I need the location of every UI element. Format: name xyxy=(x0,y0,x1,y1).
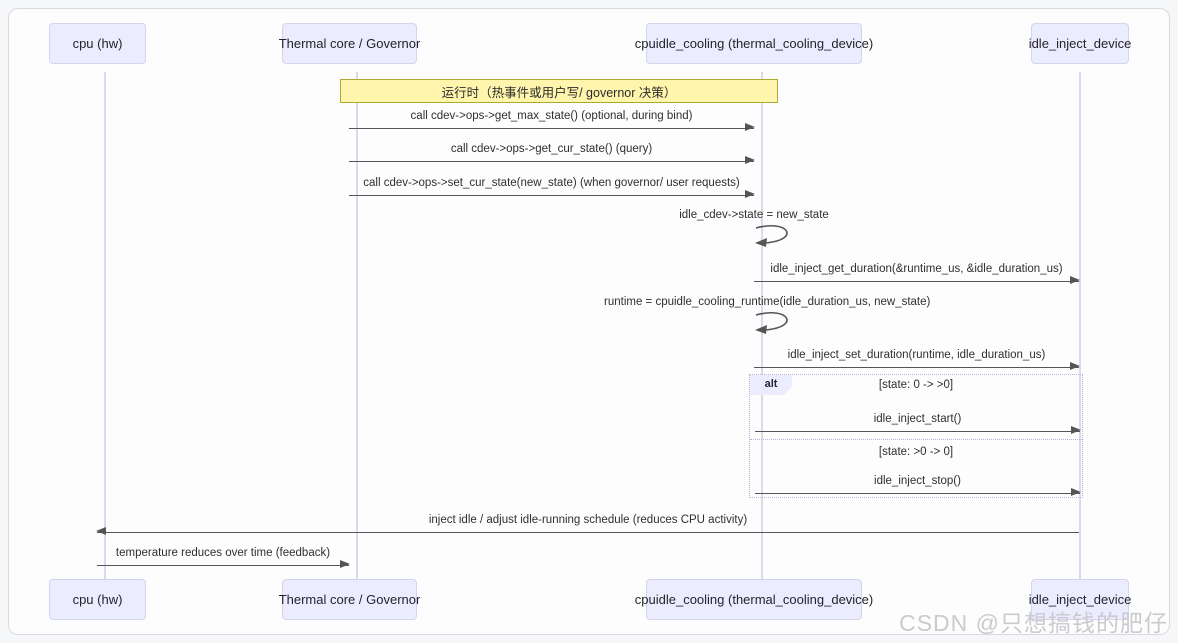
lifeline-cpu xyxy=(104,72,106,587)
message-label: idle_inject_start() xyxy=(873,413,962,425)
message-label: call cdev->ops->get_cur_state() (query) xyxy=(450,143,653,155)
actor-label: cpuidle_cooling (thermal_cooling_device) xyxy=(634,36,874,51)
arrow-right-icon xyxy=(349,123,755,132)
actor-bottom-thermal: Thermal core / Governor xyxy=(279,579,420,620)
self-message-runtime-calc: runtime = cpuidle_cooling_runtime(idle_d… xyxy=(604,296,931,308)
lifeline-thermal xyxy=(356,72,358,587)
csdn-watermark: CSDN @只想搞钱的肥仔 xyxy=(899,610,1168,636)
arrow-right-icon xyxy=(755,426,1081,435)
message-temperature-feedback: temperature reduces over time (feedback) xyxy=(97,545,350,569)
message-inject-stop: idle_inject_stop() xyxy=(755,473,1081,497)
actor-label: cpu (hw) xyxy=(72,36,123,51)
actor-top-cpu: cpu (hw) xyxy=(49,23,146,64)
note-runtime: 运行时（热事件或用户写/ governor 决策） xyxy=(340,79,778,103)
message-inject-idle: inject idle / adjust idle-running schedu… xyxy=(96,512,1079,536)
message-label: call cdev->ops->set_cur_state(new_state)… xyxy=(363,177,740,189)
message-set-duration: idle_inject_set_duration(runtime, idle_d… xyxy=(754,347,1080,371)
actor-label: idle_inject_device xyxy=(1028,592,1132,607)
self-message-state-assign: idle_cdev->state = new_state xyxy=(679,209,829,221)
actor-label: Thermal core / Governor xyxy=(278,592,421,607)
actor-label: idle_inject_device xyxy=(1028,36,1132,51)
message-inject-start: idle_inject_start() xyxy=(755,411,1081,435)
alt-condition-start: [state: 0 -> >0] xyxy=(878,379,954,391)
actor-label: cpuidle_cooling (thermal_cooling_device) xyxy=(634,592,874,607)
message-get-cur-state: call cdev->ops->get_cur_state() (query) xyxy=(349,141,755,165)
message-label: temperature reduces over time (feedback) xyxy=(115,547,331,559)
actor-label: cpu (hw) xyxy=(72,592,123,607)
alt-divider xyxy=(750,439,1082,440)
arrow-right-icon xyxy=(754,362,1080,371)
arrow-right-icon xyxy=(754,276,1080,285)
message-set-cur-state: call cdev->ops->set_cur_state(new_state)… xyxy=(349,175,755,199)
lifeline-inject xyxy=(1079,72,1081,587)
message-label: call cdev->ops->get_max_state() (optiona… xyxy=(410,110,693,122)
message-label: inject idle / adjust idle-running schedu… xyxy=(428,514,748,526)
actor-bottom-inject: idle_inject_device xyxy=(1028,579,1132,620)
message-get-max-state: call cdev->ops->get_max_state() (optiona… xyxy=(349,108,755,132)
diagram-card: cpu (hw) Thermal core / Governor cpuidle… xyxy=(8,8,1170,635)
self-loop-icon xyxy=(755,312,788,334)
message-get-duration: idle_inject_get_duration(&runtime_us, &i… xyxy=(754,261,1080,285)
actor-bottom-cooling: cpuidle_cooling (thermal_cooling_device) xyxy=(635,579,873,620)
alt-block: alt [state: 0 -> >0] idle_inject_start()… xyxy=(749,374,1083,498)
alt-label: alt xyxy=(750,375,792,395)
arrow-right-icon xyxy=(755,488,1081,497)
message-label: idle_inject_get_duration(&runtime_us, &i… xyxy=(770,263,1063,275)
message-label: idle_inject_set_duration(runtime, idle_d… xyxy=(787,349,1046,361)
note-text: 运行时（热事件或用户写/ governor 决策） xyxy=(441,85,677,100)
actor-label: Thermal core / Governor xyxy=(278,36,421,51)
actor-top-inject: idle_inject_device xyxy=(1028,23,1132,64)
arrow-right-icon xyxy=(97,560,350,569)
arrow-left-icon xyxy=(96,527,1079,536)
actor-top-cooling: cpuidle_cooling (thermal_cooling_device) xyxy=(635,23,873,64)
arrow-right-icon xyxy=(349,156,755,165)
actor-bottom-cpu: cpu (hw) xyxy=(49,579,146,620)
message-label: idle_inject_stop() xyxy=(874,475,961,487)
arrow-right-icon xyxy=(349,190,755,199)
alt-condition-stop: [state: >0 -> 0] xyxy=(878,446,954,458)
self-loop-icon xyxy=(755,225,788,247)
actor-top-thermal: Thermal core / Governor xyxy=(279,23,420,64)
